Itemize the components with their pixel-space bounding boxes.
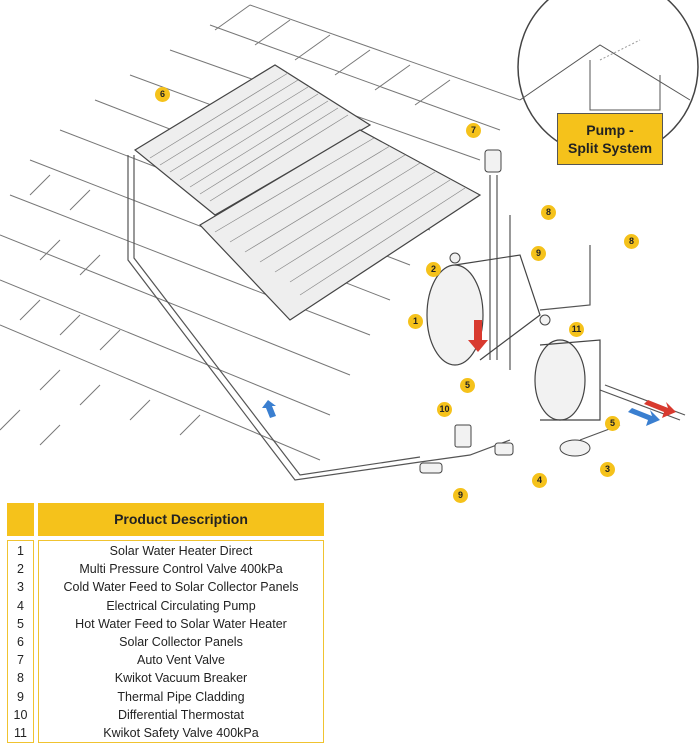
cold-flow-arrow <box>262 400 276 418</box>
callout-8: 8 <box>541 205 556 220</box>
row-number: 4 <box>17 598 24 613</box>
row-number: 1 <box>17 544 24 558</box>
row-number: 7 <box>17 653 24 668</box>
components <box>419 149 591 474</box>
callout-3: 3 <box>600 462 615 477</box>
row-description: Kwikot Vacuum Breaker <box>114 671 248 686</box>
inset-label-line1: Pump - <box>586 122 634 138</box>
row-number: 10 <box>13 707 28 722</box>
callout-9: 9 <box>531 246 546 261</box>
outlet-cold-arrow <box>628 408 660 426</box>
outlet-hot-arrow <box>644 400 676 418</box>
solar-system-diagram <box>0 0 699 481</box>
row-description: Solar Water Heater Direct <box>109 544 253 558</box>
row-number: 8 <box>17 671 24 686</box>
row-description: Cold Water Feed to Solar Collector Panel… <box>63 580 299 595</box>
row-number: 5 <box>17 616 24 631</box>
inset-label: Pump - Split System <box>557 113 663 165</box>
callout-7: 7 <box>466 123 481 138</box>
row-description: Hot Water Feed to Solar Water Heater <box>75 616 287 631</box>
row-description: Multi Pressure Control Valve 400kPa <box>79 562 283 577</box>
callout-2: 2 <box>426 262 441 277</box>
solar-collector-panels <box>133 64 482 321</box>
row-number: 9 <box>17 689 24 704</box>
row-number: 11 <box>14 726 27 740</box>
row-number: 6 <box>17 635 24 649</box>
callout-5: 5 <box>460 378 475 393</box>
row-description: Electrical Circulating Pump <box>106 598 256 613</box>
row-number: 2 <box>17 562 24 577</box>
number-column <box>7 540 34 743</box>
row-description: Differential Thermostat <box>118 707 244 722</box>
callout-4: 4 <box>532 473 547 488</box>
header-number-cell <box>7 503 34 536</box>
table-header: Product Description <box>7 503 324 536</box>
callout-10: 10 <box>437 402 452 417</box>
callout-8: 8 <box>624 234 639 249</box>
description-column <box>38 540 324 743</box>
row-number: 3 <box>17 580 24 595</box>
callout-9: 9 <box>453 488 468 503</box>
row-description: Auto Vent Valve <box>136 653 226 668</box>
callout-5: 5 <box>605 416 620 431</box>
callout-11: 11 <box>569 322 584 337</box>
inset-label-line2: Split System <box>567 140 653 156</box>
row-description: Solar Collector Panels <box>119 635 243 649</box>
water-heater-tanks <box>426 254 601 421</box>
row-description: Thermal Pipe Cladding <box>117 689 245 704</box>
flow-arrows <box>262 320 676 426</box>
product-description-table: Product Description 1 Solar Water Heater … <box>7 503 324 747</box>
hot-flow-arrow <box>468 320 488 352</box>
callout-6: 6 <box>155 87 170 102</box>
row-description: Kwikot Safety Valve 400kPa <box>103 726 259 740</box>
table-body: 1 Solar Water Heater Direct 2 Multi Pressur… <box>7 540 324 747</box>
callout-1: 1 <box>408 314 423 329</box>
header-title: Product Description <box>38 503 324 536</box>
